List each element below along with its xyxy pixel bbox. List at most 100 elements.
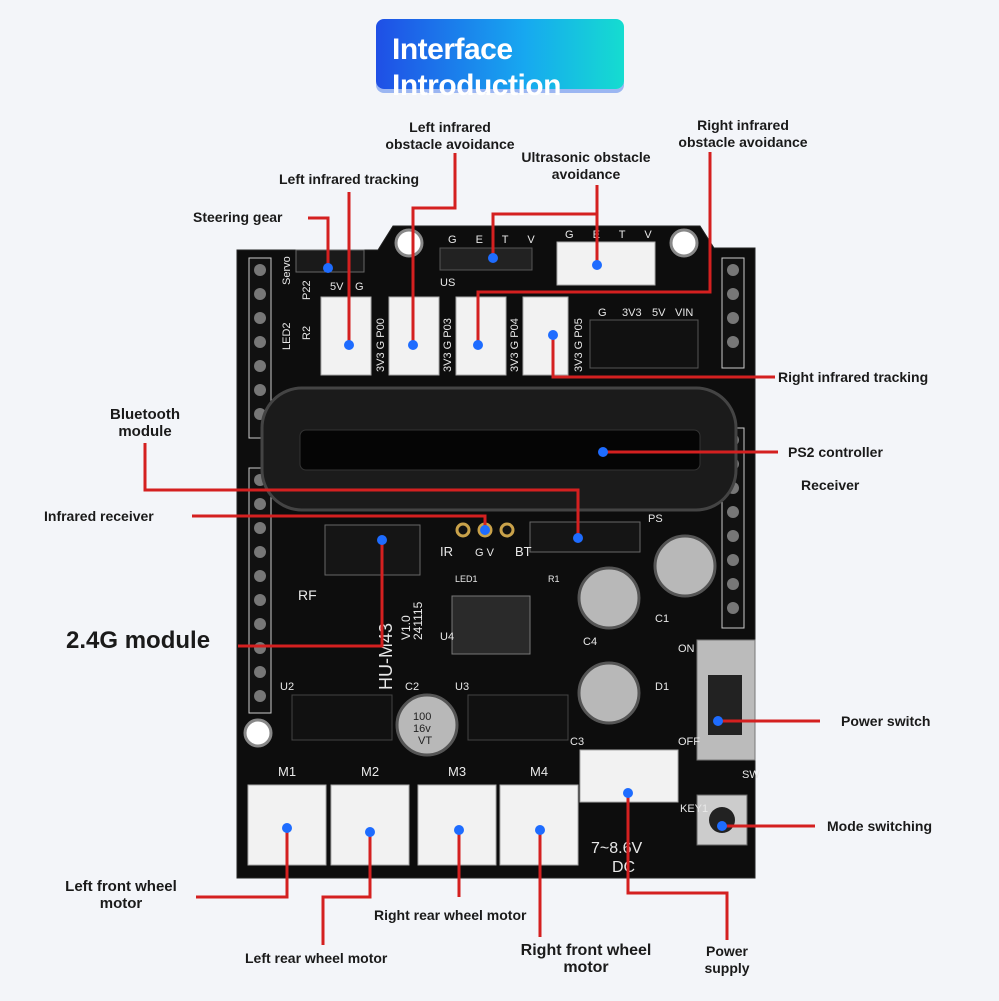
silk-pwr-5v: 5V [652, 307, 666, 319]
label-line: motor [563, 959, 609, 976]
silk-m4: M4 [530, 764, 548, 779]
mount-hole [394, 228, 424, 258]
dot-ir [480, 525, 490, 535]
power-switch-slider [708, 675, 742, 735]
silk-p05: 3V3 G P05 [573, 318, 585, 372]
label-line: module [118, 423, 172, 440]
regulator-u4 [451, 595, 531, 655]
dot-switch [713, 716, 723, 726]
capacitor-c2 [395, 693, 459, 757]
capacitors [395, 534, 717, 757]
silk-on: ON [678, 643, 695, 655]
silk-us: US [440, 277, 455, 289]
leader-power-supply [626, 793, 729, 940]
silk-pwr-vin: VIN [675, 307, 693, 319]
label-line: Left front wheel [65, 878, 177, 895]
label-mode-switching: Mode switching [827, 818, 932, 834]
header-pin [254, 312, 266, 324]
header-pin [254, 384, 266, 396]
silk-d1: D1 [655, 681, 669, 693]
silk-u2: U2 [280, 681, 294, 693]
silk-cap-16v: 16v [413, 723, 431, 735]
silk-pwr-g: G [598, 307, 607, 319]
silk-pwr-3v3: 3V3 [622, 307, 642, 319]
bt-header [529, 521, 641, 553]
dot-key [717, 821, 727, 831]
label-power-switch: Power switch [841, 713, 931, 729]
label-line: motor [99, 895, 143, 912]
driver-chip-u2 [291, 694, 393, 741]
silk-bt: BT [515, 544, 532, 559]
leader-lines [143, 152, 820, 945]
dot-power [623, 788, 633, 798]
silk-m1: M1 [278, 764, 296, 779]
header-pin [254, 666, 266, 678]
capacitor-c1 [653, 534, 717, 598]
label-line: Right infrared [697, 117, 789, 133]
silk-p03: 3V3 G P03 [442, 318, 454, 372]
ir-pin [499, 522, 515, 538]
header-pin [254, 570, 266, 582]
dot-us-conn [592, 260, 602, 270]
silk-c2: C2 [405, 681, 419, 693]
silk-p04: 3V3 G P04 [509, 318, 521, 372]
label-right-ir-tracking: Right infrared tracking [778, 369, 929, 385]
capacitor-c3 [577, 661, 641, 725]
silk-r2: R2 [301, 326, 313, 340]
dot-p05 [548, 330, 558, 340]
leader-24g [238, 540, 384, 648]
silk-led1: LED1 [455, 574, 478, 584]
silk-key1: KEY1 [680, 803, 708, 815]
label-left-ir-tracking: Left infrared tracking [278, 171, 420, 187]
dot-us-header [488, 253, 498, 263]
title-line-1: Interface [392, 33, 513, 66]
header-pin [727, 530, 739, 542]
dot-p00 [344, 340, 354, 350]
silk-u4: U4 [440, 631, 454, 643]
header-pin [254, 288, 266, 300]
leader-bluetooth [143, 443, 580, 538]
title-line-2: Introduction [392, 69, 561, 102]
silk-5v: 5V [330, 281, 344, 293]
mount-hole [669, 228, 699, 258]
silk-g: G [355, 281, 364, 293]
label-line: obstacle avoidance [385, 136, 515, 152]
silk-rf: RF [298, 587, 317, 603]
silk-sw: SW [742, 769, 760, 781]
m3-connector [417, 784, 497, 866]
header-pin [727, 288, 739, 300]
silk-voltage: 7~8.6V [591, 840, 642, 857]
dot-bt [573, 533, 583, 543]
silk-cap-100: 100 [413, 711, 431, 723]
marker-dots [282, 253, 727, 837]
header-pin [254, 642, 266, 654]
ir-pin [455, 522, 471, 538]
header-pin [254, 594, 266, 606]
header-pin [254, 336, 266, 348]
us-header [439, 247, 533, 271]
label-line: Left infrared [409, 119, 491, 135]
header-pin [254, 498, 266, 510]
leader-left-ir-obstacle [411, 153, 457, 345]
header-pin [254, 546, 266, 558]
label-line: Ultrasonic obstacle [521, 149, 651, 165]
ps2-slot [299, 429, 701, 471]
silk-c1: C1 [655, 613, 669, 625]
header-pin [254, 264, 266, 276]
silk-r1: R1 [548, 574, 560, 584]
title-banner: Interface Introduction [376, 19, 624, 102]
header-pin [727, 264, 739, 276]
silk-us-header: G E T V [448, 234, 543, 246]
header-pin [727, 312, 739, 324]
dot-ps2 [598, 447, 608, 457]
label-ir-receiver: Infrared receiver [44, 508, 154, 524]
silk-model: HU-M43 [376, 623, 396, 690]
power-pin-block [589, 319, 699, 369]
